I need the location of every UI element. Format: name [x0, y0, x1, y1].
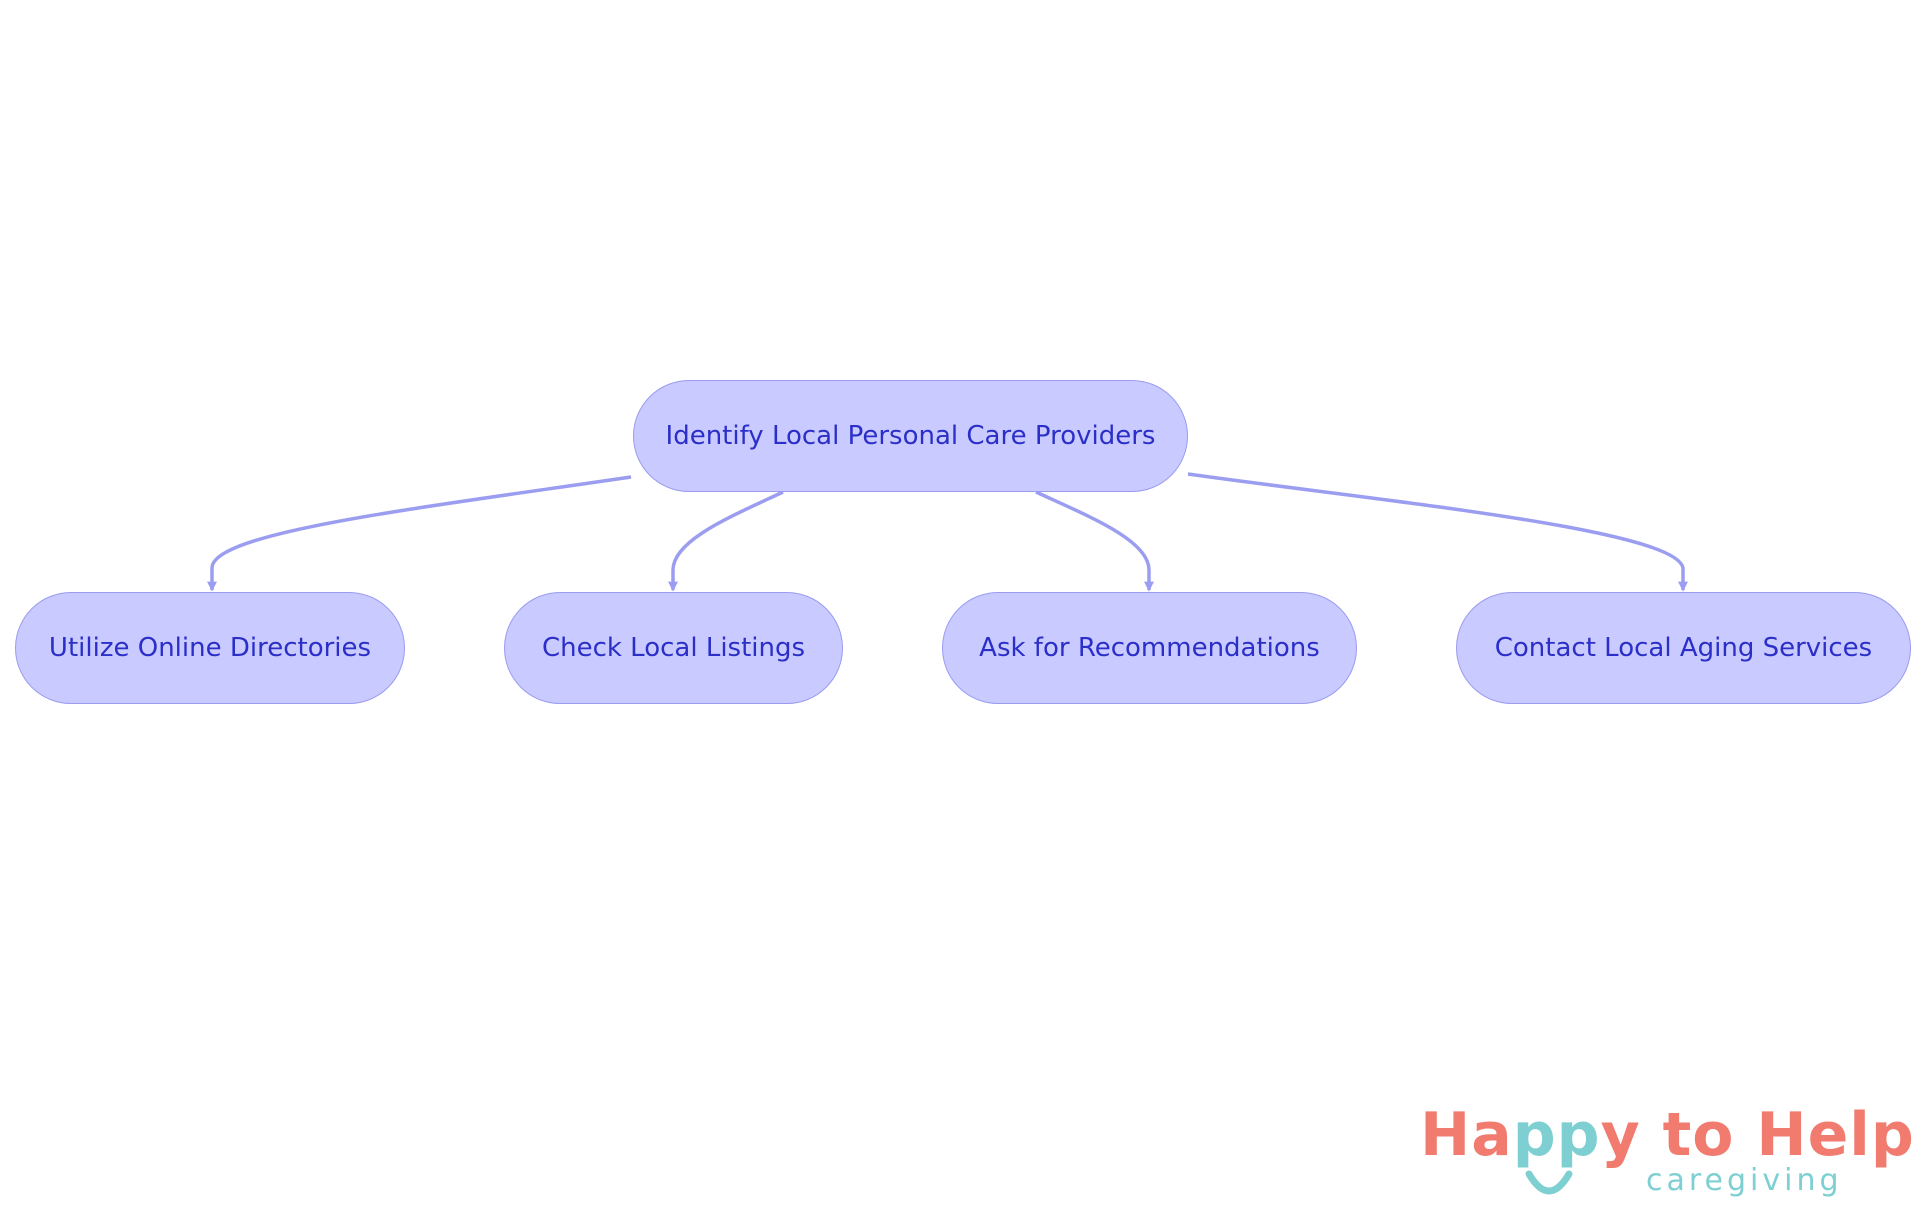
- logo-tagline: caregiving: [1646, 1163, 1843, 1198]
- edge-root-to-utilize-online-directories: [207, 475, 632, 592]
- node-label: Ask for Recommendations: [979, 633, 1320, 663]
- node-label: Contact Local Aging Services: [1494, 633, 1873, 663]
- node-contact-local-aging-services: Contact Local Aging Services: [1456, 592, 1911, 704]
- edge-root-to-check-local-listings: [668, 490, 784, 592]
- edge-root-to-ask-for-recommendations: [1035, 490, 1154, 592]
- edge-root-to-contact-local-aging-services: [1187, 472, 1688, 592]
- logo-text-pp: pp: [1512, 1100, 1601, 1170]
- logo-text-rest: y to Help: [1600, 1100, 1915, 1170]
- node-label: Utilize Online Directories: [48, 633, 372, 663]
- smile-icon-curve: [1525, 1170, 1573, 1195]
- node-utilize-online-directories: Utilize Online Directories: [15, 592, 405, 704]
- node-label: Identify Local Personal Care Providers: [665, 421, 1156, 451]
- logo-text-ha: Ha: [1420, 1100, 1513, 1170]
- logo-wordmark: Happy to Help: [1420, 1100, 1915, 1170]
- smile-icon: [1525, 1170, 1573, 1195]
- node-ask-for-recommendations: Ask for Recommendations: [942, 592, 1357, 704]
- node-label: Check Local Listings: [541, 633, 806, 663]
- happy-to-help-logo: Happy to Help caregiving: [1420, 1100, 1914, 1210]
- node-identify-local-personal-care-providers: Identify Local Personal Care Providers: [633, 380, 1188, 492]
- node-check-local-listings: Check Local Listings: [504, 592, 843, 704]
